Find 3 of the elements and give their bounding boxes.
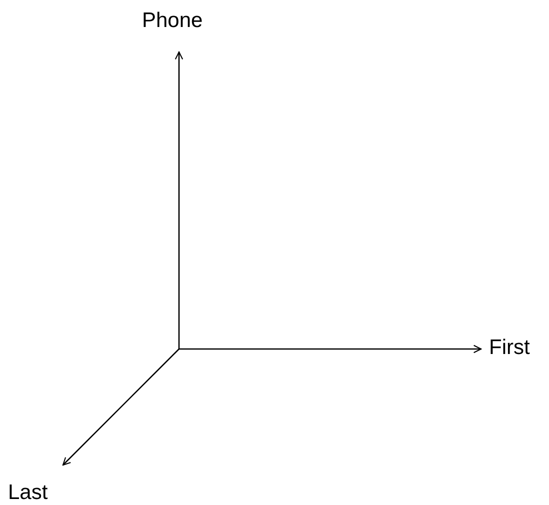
axis-label: First — [489, 337, 530, 358]
axis-label: Phone — [142, 10, 203, 31]
axis-label: Last — [8, 482, 48, 503]
